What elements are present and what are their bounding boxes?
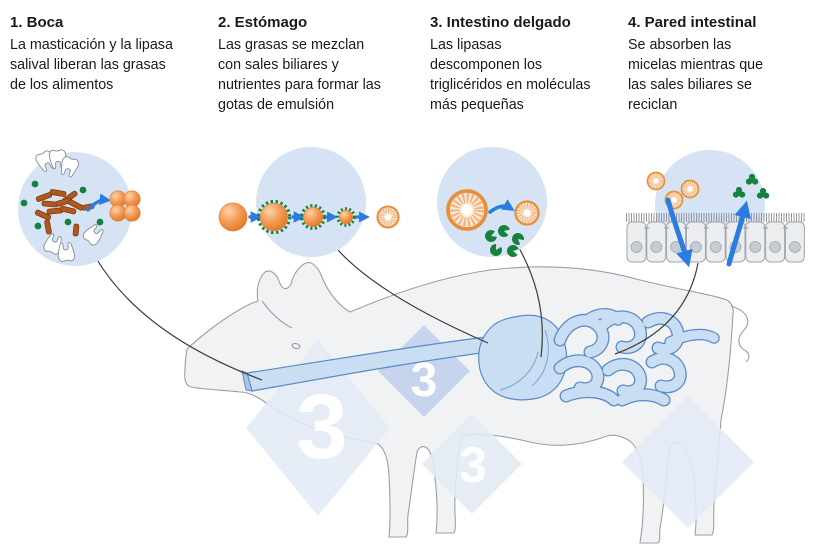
stage-3-title: 3. Intestino delgado [430, 14, 571, 31]
stomach-shape [478, 314, 568, 401]
mouth-callout [20, 148, 141, 263]
stage-4-description: Se absorben las micelas mientras que las… [628, 37, 764, 113]
arrow-right-icon [86, 193, 112, 212]
leader-line-mouth [95, 257, 263, 381]
cell-nuclei [630, 241, 801, 253]
recycle-arrow-up-icon [726, 200, 751, 267]
fat-droplet-cluster-icon [109, 190, 141, 222]
stage-2-text: 2. Estómago Las grasas se mezclan con sa… [218, 13, 426, 115]
micelle-icon [516, 202, 539, 225]
absorption-arrow-down-icon [665, 197, 693, 268]
watermark-diamond [622, 396, 754, 528]
stomach-callout [218, 199, 399, 235]
bile-coated-droplet-icon [256, 199, 292, 235]
pig-tail [730, 305, 750, 363]
pig-eye [291, 342, 301, 350]
leader-line-small-intestine [518, 247, 543, 358]
bile-coated-droplet-icon [300, 204, 326, 230]
stage-1-title: 1. Boca [10, 14, 64, 31]
stage-3-text: 3. Intestino delgado Las lipasas descomp… [430, 13, 628, 115]
leader-line-intestinal-wall [614, 262, 699, 355]
small-intestine-callout [448, 191, 539, 259]
stomach-callout-circle [256, 147, 366, 257]
small-intestine [553, 308, 720, 407]
watermark-digit: 3 [296, 376, 347, 478]
esophagus-opening [241, 370, 253, 392]
micelle-icon [448, 191, 486, 229]
stage-1-text: 1. Boca La masticación y la lipasa saliv… [10, 13, 214, 95]
bile-coated-droplet-icon [336, 207, 356, 227]
digestive-tract [241, 308, 720, 407]
epithelial-cells-icon [626, 213, 806, 263]
leader-line-stomach [337, 249, 489, 344]
stage-1-description: La masticación y la lipasa salival liber… [10, 37, 173, 93]
micelle-icon [682, 181, 699, 198]
fat-droplet-icon [218, 202, 248, 232]
stage-3-description: Las lipasas descomponen los triglicérido… [430, 37, 591, 113]
stage-2-title: 2. Estómago [218, 14, 308, 31]
stage-4-text: 4. Pared intestinal Se absorben las mice… [628, 13, 816, 115]
intestinal-wall-callout [626, 173, 806, 268]
arrow-right-icon [488, 199, 515, 214]
pig-ear-fold [261, 300, 293, 329]
watermark-digit: 3 [459, 437, 487, 493]
watermark-333: 3 3 3 [246, 325, 754, 528]
watermark-diamond [422, 414, 522, 514]
micelle-icon [648, 173, 665, 190]
enzyme-dots-icon [20, 180, 104, 230]
stage-4-title: 4. Pared intestinal [628, 14, 757, 31]
micelle-icon [378, 207, 399, 228]
stage-2-description: Las grasas se mezclan con sales biliares… [218, 37, 381, 113]
